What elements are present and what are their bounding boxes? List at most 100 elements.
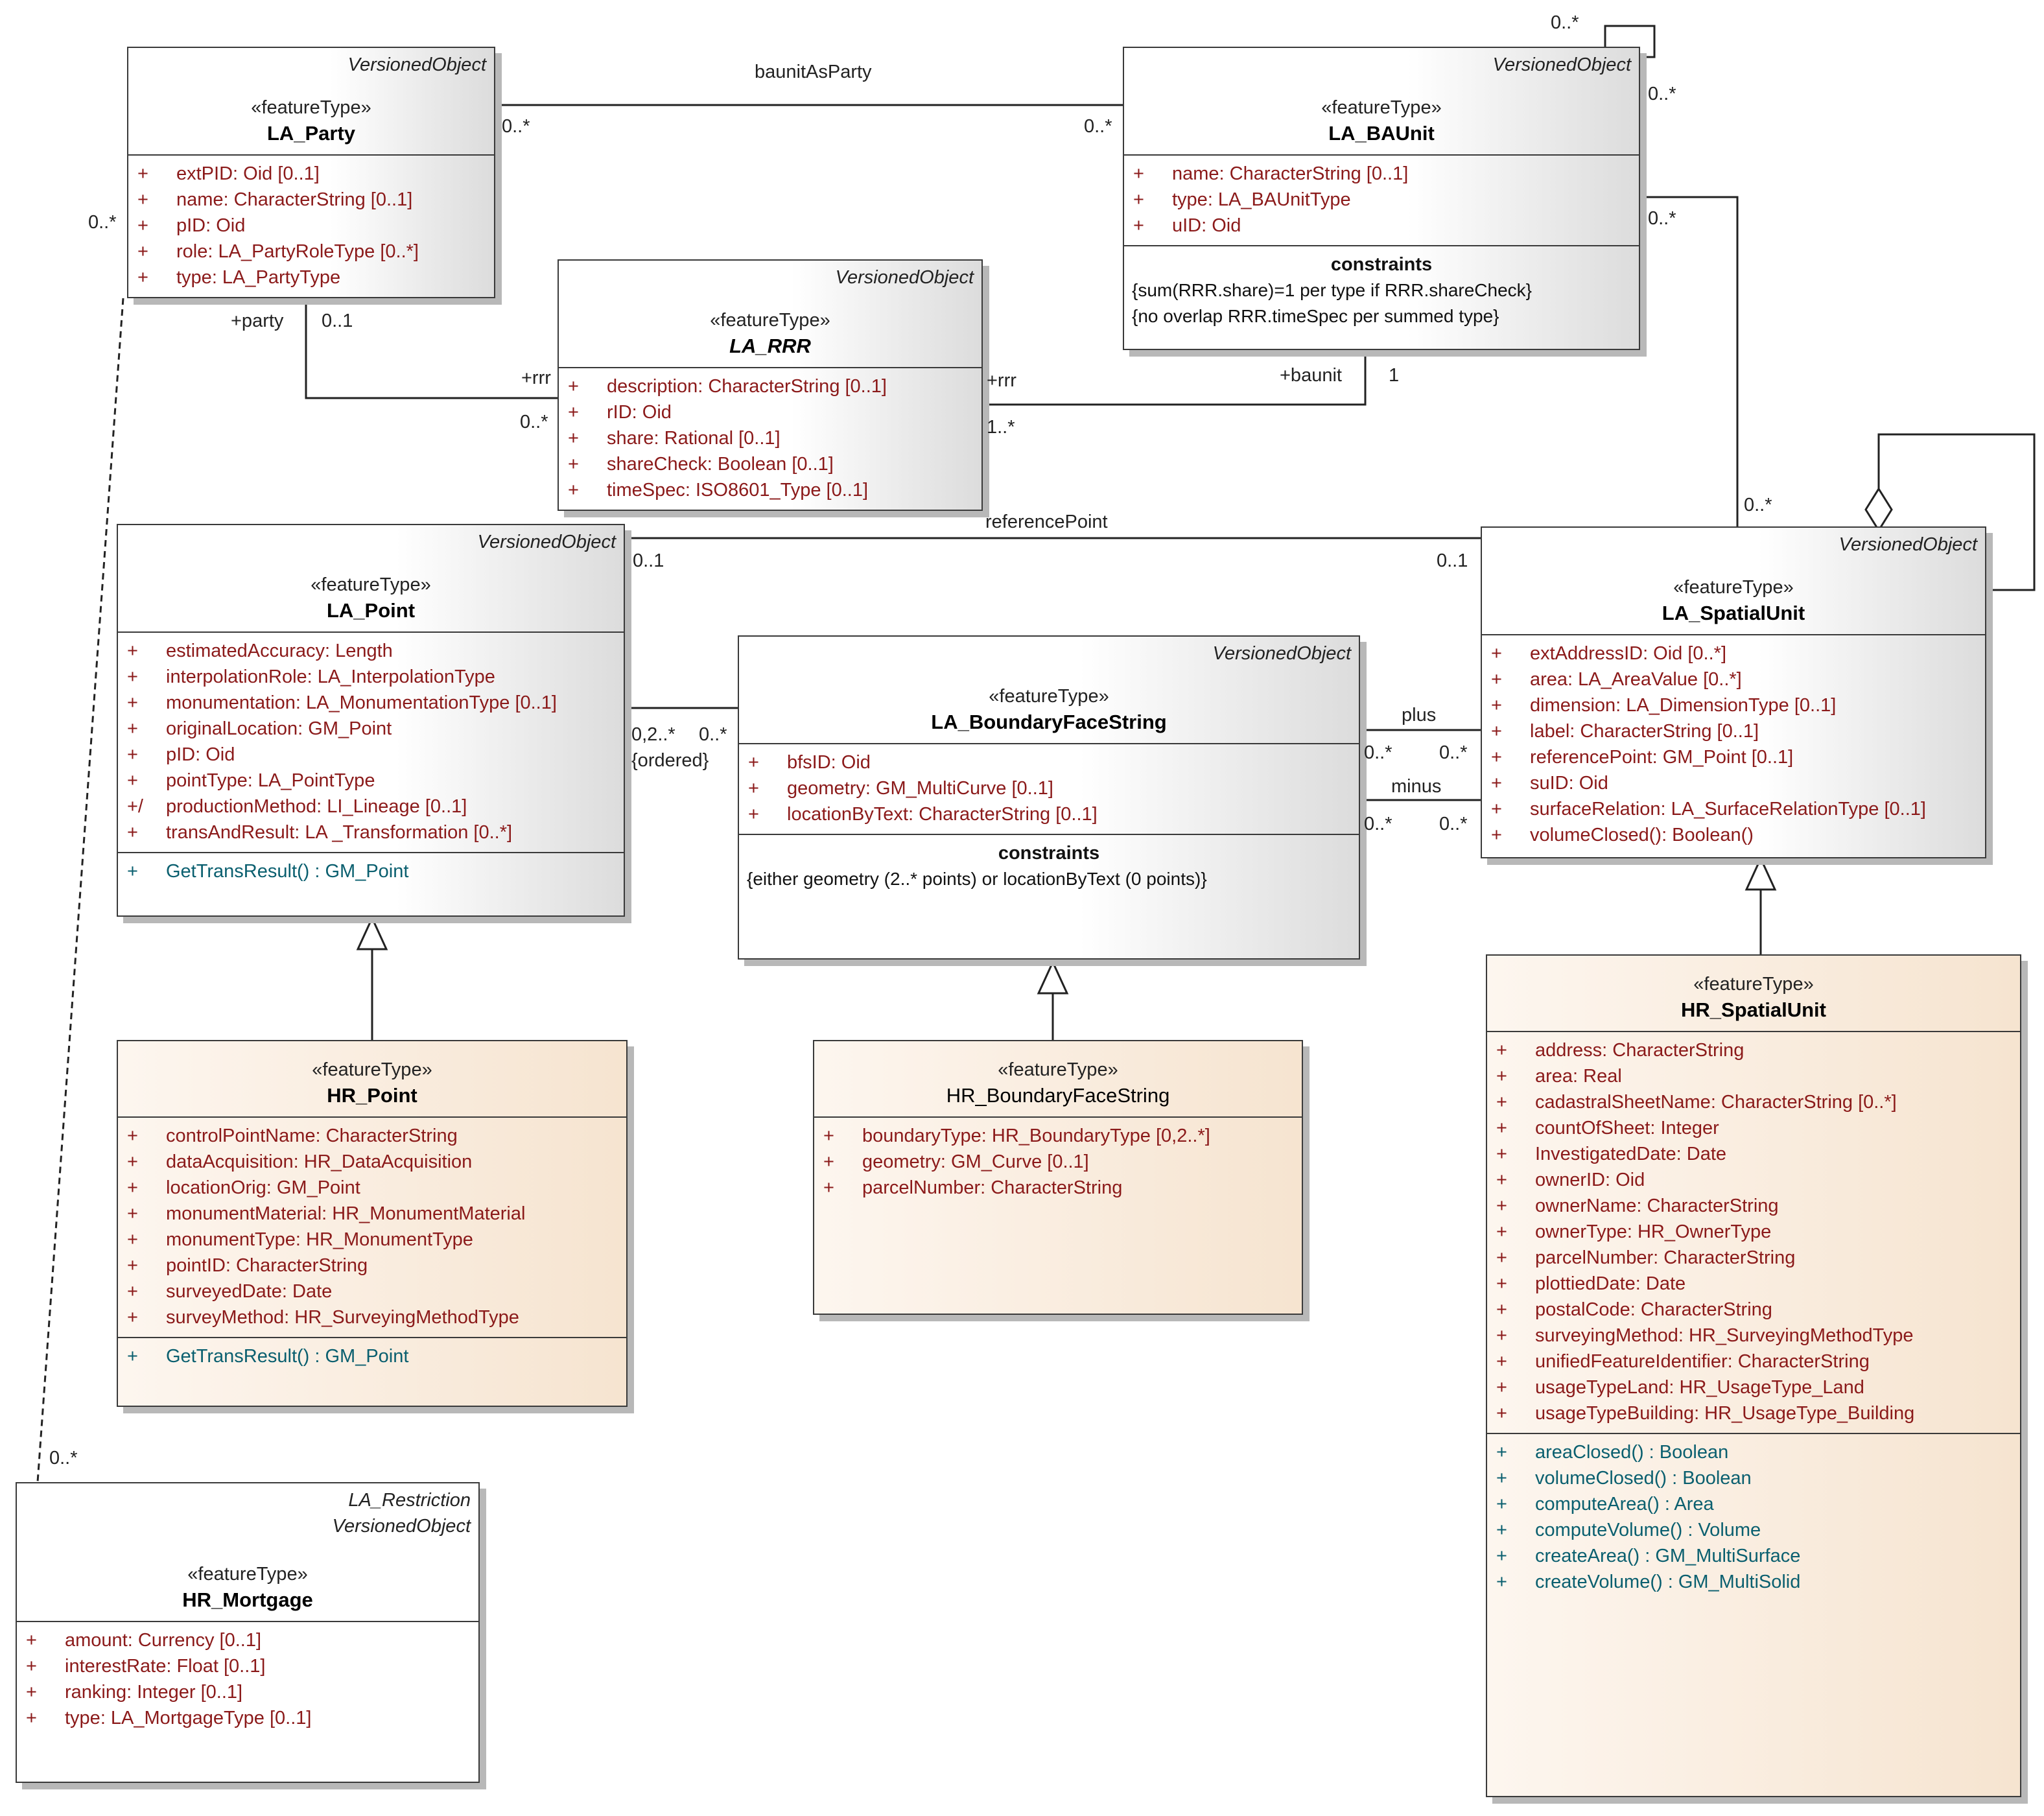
attribute-row[interactable]: +type: LA_MortgageType [0..1] <box>17 1705 478 1731</box>
class-header: «featureType» HR_SpatialUnit <box>1487 956 2020 1032</box>
attribute-row[interactable]: +ownerName: CharacterString <box>1487 1193 2020 1219</box>
class-name: LA_RRR <box>729 335 811 357</box>
attribute-row[interactable]: +address: CharacterString <box>1487 1037 2020 1063</box>
multiplicity-label: 0..* <box>88 212 117 233</box>
class-hr-point[interactable]: «featureType» HR_Point +controlPointName… <box>117 1040 628 1407</box>
visibility-marker: + <box>568 402 579 423</box>
attribute-row[interactable]: +/productionMethod: LI_Lineage [0..1] <box>118 794 624 820</box>
class-la-point[interactable]: VersionedObject «featureType» LA_Point +… <box>117 524 625 917</box>
attribute-row[interactable]: +monumentMaterial: HR_MonumentMaterial <box>118 1201 626 1227</box>
attribute-row[interactable]: +description: CharacterString [0..1] <box>559 373 981 399</box>
attribute-row[interactable]: +InvestigatedDate: Date <box>1487 1141 2020 1167</box>
attributes-section: +name: CharacterString [0..1]+type: LA_B… <box>1124 156 1639 246</box>
operation-row[interactable]: +createArea() : GM_MultiSurface <box>1487 1543 2020 1569</box>
attribute-row[interactable]: +surfaceRelation: LA_SurfaceRelationType… <box>1482 796 1985 822</box>
operation-row[interactable]: +computeArea() : Area <box>1487 1491 2020 1517</box>
attribute-row[interactable]: +extPID: Oid [0..1] <box>128 161 494 187</box>
attribute-row[interactable]: +interpolationRole: LA_InterpolationType <box>118 664 624 690</box>
operation-row[interactable]: +createVolume() : GM_MultiSolid <box>1487 1569 2020 1595</box>
class-hr-boundaryfacestring[interactable]: «featureType» HR_BoundaryFaceString +bou… <box>813 1040 1303 1315</box>
attribute-row[interactable]: +estimatedAccuracy: Length <box>118 638 624 664</box>
attribute-row[interactable]: +pID: Oid <box>128 213 494 239</box>
attribute-row[interactable]: +type: LA_PartyType <box>128 265 494 290</box>
attribute-row[interactable]: +unifiedFeatureIdentifier: CharacterStri… <box>1487 1349 2020 1374</box>
operation-row[interactable]: +GetTransResult() : GM_Point <box>118 858 624 884</box>
attribute-row[interactable]: +pointID: CharacterString <box>118 1253 626 1279</box>
attribute-row[interactable]: +transAndResult: LA _Transformation [0..… <box>118 820 624 845</box>
class-hr-mortgage[interactable]: LA_Restriction VersionedObject «featureT… <box>16 1482 480 1783</box>
multiplicity-label: 0..* <box>1648 208 1676 229</box>
attribute-row[interactable]: +plottiedDate: Date <box>1487 1271 2020 1297</box>
attribute-row[interactable]: +role: LA_PartyRoleType [0..*] <box>128 239 494 265</box>
attribute-row[interactable]: +area: LA_AreaValue [0..*] <box>1482 666 1985 692</box>
visibility-marker: + <box>1491 721 1502 742</box>
operation-row[interactable]: + areaClosed() : Boolean <box>1487 1439 2020 1465</box>
operation-row[interactable]: +GetTransResult() : GM_Point <box>118 1343 626 1369</box>
attribute-row[interactable]: +geometry: GM_MultiCurve [0..1] <box>739 775 1359 801</box>
attribute-row[interactable]: +locationByText: CharacterString [0..1] <box>739 801 1359 827</box>
multiplicity-label: 0..* <box>49 1448 78 1468</box>
attribute-row[interactable]: +dataAcquisition: HR_DataAcquisition <box>118 1149 626 1175</box>
class-header: «featureType» HR_BoundaryFaceString <box>814 1041 1302 1118</box>
operation-row[interactable]: +volumeClosed() : Boolean <box>1487 1465 2020 1491</box>
attribute-row[interactable]: +area: Real <box>1487 1063 2020 1089</box>
operation-row[interactable]: +computeVolume() : Volume <box>1487 1517 2020 1543</box>
attribute-row[interactable]: +monumentation: LA_MonumentationType [0.… <box>118 690 624 716</box>
operation-signature: areaClosed() : Boolean <box>1535 1442 1729 1463</box>
attribute-row[interactable]: +shareCheck: Boolean [0..1] <box>559 451 981 477</box>
attribute-row[interactable]: +referencePoint: GM_Point [0..1] <box>1482 744 1985 770</box>
attribute-row[interactable]: +volumeClosed(): Boolean() <box>1482 822 1985 848</box>
attribute-row[interactable]: +name: CharacterString [0..1] <box>128 187 494 213</box>
attribute-row[interactable]: +postalCode: CharacterString <box>1487 1297 2020 1323</box>
class-la-rrr[interactable]: VersionedObject «featureType» LA_RRR +de… <box>558 259 983 511</box>
attribute-row[interactable]: +amount: Currency [0..1] <box>17 1627 478 1653</box>
class-la-baunit[interactable]: VersionedObject «featureType» LA_BAUnit … <box>1123 47 1640 350</box>
attribute-row[interactable]: +extAddressID: Oid [0..*] <box>1482 641 1985 666</box>
visibility-marker: + <box>1496 1442 1507 1463</box>
attribute-row[interactable]: +surveyMethod: HR_SurveyingMethodType <box>118 1304 626 1330</box>
attribute-row[interactable]: +surveyingMethod: HR_SurveyingMethodType <box>1487 1323 2020 1349</box>
attribute-row[interactable]: +bfsID: Oid <box>739 749 1359 775</box>
attribute-row[interactable]: +originalLocation: GM_Point <box>118 716 624 742</box>
attribute-row[interactable]: +pID: Oid <box>118 742 624 768</box>
attribute-row[interactable]: +cadastralSheetName: CharacterString [0.… <box>1487 1089 2020 1115</box>
attribute-signature: rID: Oid <box>607 402 672 423</box>
attribute-row[interactable]: +label: CharacterString [0..1] <box>1482 718 1985 744</box>
attribute-row[interactable]: +ownerType: HR_OwnerType <box>1487 1219 2020 1245</box>
attribute-row[interactable]: +suID: Oid <box>1482 770 1985 796</box>
attribute-row[interactable]: +boundaryType: HR_BoundaryType [0,2..*] <box>814 1123 1302 1149</box>
attribute-row[interactable]: +controlPointName: CharacterString <box>118 1123 626 1149</box>
stereotype: «featureType» <box>1693 974 1814 995</box>
constraints-title: constraints <box>1330 254 1433 275</box>
attribute-row[interactable]: +pointType: LA_PointType <box>118 768 624 794</box>
attribute-row[interactable]: +surveyedDate: Date <box>118 1279 626 1304</box>
class-header: «featureType» HR_Point <box>118 1041 626 1118</box>
class-hr-spatialunit[interactable]: «featureType» HR_SpatialUnit +address: C… <box>1486 954 2021 1797</box>
attribute-row[interactable]: +usageTypeLand: HR_UsageType_Land <box>1487 1374 2020 1400</box>
attribute-row[interactable]: +monumentType: HR_MonumentType <box>118 1227 626 1253</box>
attribute-row[interactable]: +parcelNumber: CharacterString <box>814 1175 1302 1201</box>
attribute-row[interactable]: +interestRate: Float [0..1] <box>17 1653 478 1679</box>
attribute-row[interactable]: +locationOrig: GM_Point <box>118 1175 626 1201</box>
attribute-row[interactable]: +countOfSheet: Integer <box>1487 1115 2020 1141</box>
attribute-row[interactable]: +share: Rational [0..1] <box>559 425 981 451</box>
constraint-text: {sum(RRR.share)=1 per type if RRR.shareC… <box>1132 280 1533 300</box>
attribute-row[interactable]: +dimension: LA_DimensionType [0..1] <box>1482 692 1985 718</box>
attribute-row[interactable]: +type: LA_BAUnitType <box>1124 187 1639 213</box>
attribute-row[interactable]: +ranking: Integer [0..1] <box>17 1679 478 1705</box>
class-la-spatialunit[interactable]: VersionedObject «featureType» LA_Spatial… <box>1481 526 1986 858</box>
attribute-row[interactable]: + rID: Oid <box>559 399 981 425</box>
attribute-row[interactable]: +usageTypeBuilding: HR_UsageType_Buildin… <box>1487 1400 2020 1426</box>
class-la-party[interactable]: VersionedObject «featureType» LA_Party +… <box>127 47 495 298</box>
attribute-row[interactable]: +ownerID: Oid <box>1487 1167 2020 1193</box>
multiplicity-label: 0..* <box>1551 12 1579 33</box>
attribute-row[interactable]: +parcelNumber: CharacterString <box>1487 1245 2020 1271</box>
attribute-row[interactable]: +name: CharacterString [0..1] <box>1124 161 1639 187</box>
attribute-row[interactable]: +geometry: GM_Curve [0..1] <box>814 1149 1302 1175</box>
class-la-boundaryfacestring[interactable]: VersionedObject «featureType» LA_Boundar… <box>738 635 1360 960</box>
attribute-row[interactable]: +timeSpec: ISO8601_Type [0..1] <box>559 477 981 503</box>
attribute-row[interactable]: +uID: Oid <box>1124 213 1639 239</box>
assoc-label-referencepoint: referencePoint <box>985 512 1108 532</box>
attribute-signature: description: CharacterString [0..1] <box>607 376 887 397</box>
stereotype: «featureType» <box>998 1059 1118 1080</box>
